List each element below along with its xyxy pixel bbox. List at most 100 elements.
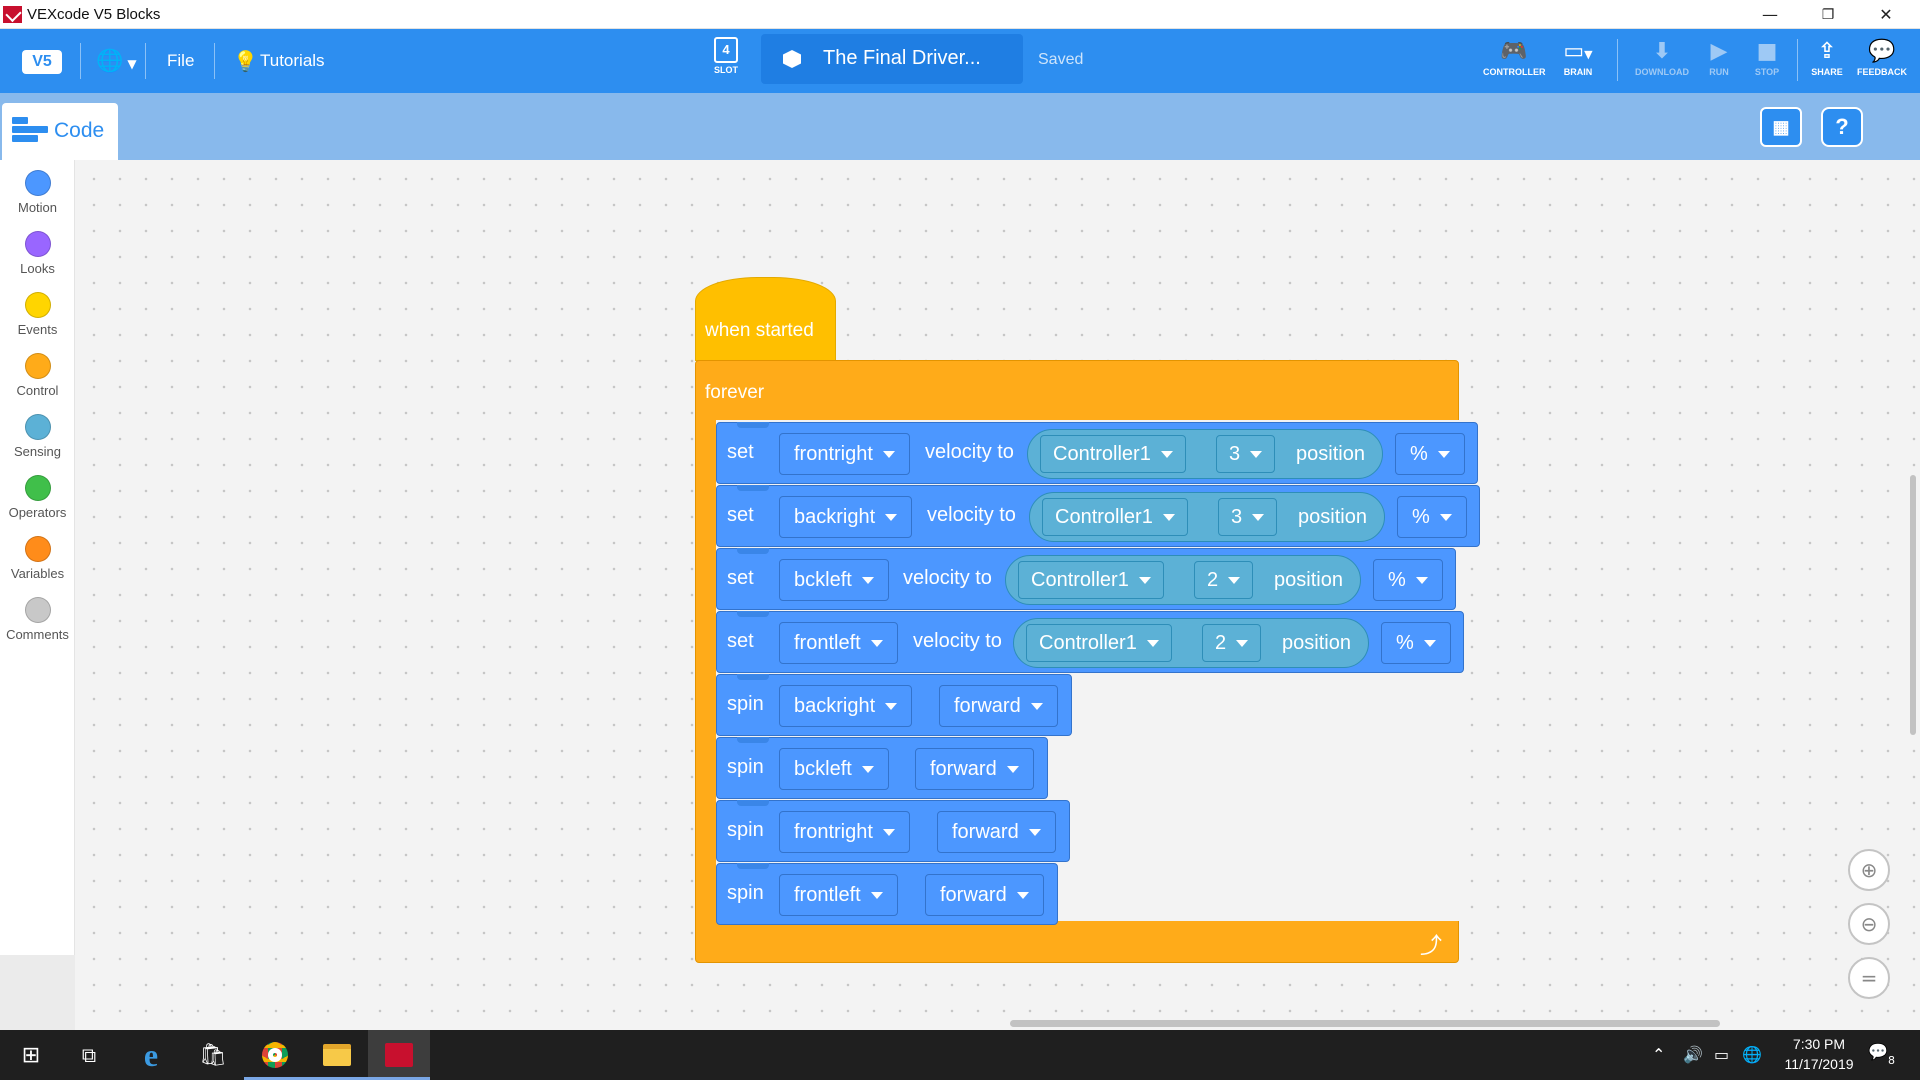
spin-block[interactable]: spin backright forward bbox=[716, 674, 1072, 736]
unit-dropdown[interactable]: % bbox=[1381, 622, 1451, 664]
feedback-button[interactable]: 💬 FEEDBACK bbox=[1851, 37, 1913, 77]
motor-dropdown[interactable]: frontleft bbox=[779, 874, 898, 916]
direction-dropdown[interactable]: forward bbox=[915, 748, 1034, 790]
category-motion[interactable]: Motion bbox=[0, 170, 75, 215]
controller-button[interactable]: 🎮 CONTROLLER bbox=[1483, 37, 1546, 77]
category-label: Looks bbox=[20, 261, 55, 276]
set-velocity-block[interactable]: set backright velocity to Controller1 3 … bbox=[716, 485, 1480, 547]
zoom-reset-button[interactable]: = bbox=[1848, 957, 1890, 999]
direction-dropdown[interactable]: forward bbox=[939, 685, 1058, 727]
task-view-button[interactable]: ⧉ bbox=[58, 1030, 120, 1080]
minimize-button[interactable]: — bbox=[1762, 5, 1778, 24]
run-button[interactable]: ▶ RUN bbox=[1688, 37, 1750, 77]
zoom-in-button[interactable]: ⊕ bbox=[1848, 849, 1890, 891]
position-label: position bbox=[1274, 569, 1343, 591]
motor-dropdown[interactable]: frontright bbox=[779, 811, 910, 853]
category-variables[interactable]: Variables bbox=[0, 536, 75, 581]
spin-block[interactable]: spin bckleft forward bbox=[716, 737, 1048, 799]
category-sensing[interactable]: Sensing bbox=[0, 414, 75, 459]
task-view-icon: ⧉ bbox=[81, 1043, 97, 1067]
motor-dropdown[interactable]: backright bbox=[779, 496, 913, 538]
volume-icon[interactable]: 🔊 bbox=[1683, 1045, 1703, 1064]
language-globe-icon[interactable]: 🌐▼ bbox=[96, 49, 137, 74]
axis-dropdown[interactable]: 3 bbox=[1216, 435, 1276, 473]
share-button[interactable]: ⇪ SHARE bbox=[1796, 37, 1858, 77]
set-velocity-block[interactable]: set bckleft velocity to Controller1 2 po… bbox=[716, 548, 1456, 610]
zoom-reset-icon: = bbox=[1860, 966, 1878, 990]
direction-dropdown[interactable]: forward bbox=[925, 874, 1044, 916]
spin-block[interactable]: spin frontleft forward bbox=[716, 863, 1058, 925]
spin-block[interactable]: spin frontright forward bbox=[716, 800, 1070, 862]
restore-button[interactable]: ❐ bbox=[1821, 6, 1835, 23]
block-notch bbox=[737, 548, 769, 554]
block-notch bbox=[737, 674, 769, 680]
download-button[interactable]: ⬇ DOWNLOAD bbox=[1631, 37, 1693, 77]
file-explorer-icon[interactable] bbox=[306, 1030, 368, 1080]
controller-dropdown[interactable]: Controller1 bbox=[1026, 624, 1172, 662]
system-clock[interactable]: 7:30 PM 11/17/2019 bbox=[1764, 1034, 1874, 1074]
help-button[interactable]: ? bbox=[1821, 107, 1863, 147]
action-center-icon[interactable]: 💬8 bbox=[1868, 1042, 1897, 1067]
axis-position-reporter[interactable]: Controller1 3 position bbox=[1029, 492, 1385, 542]
axis-dropdown[interactable]: 2 bbox=[1202, 624, 1262, 662]
unit-dropdown[interactable]: % bbox=[1397, 496, 1467, 538]
motor-dropdown[interactable]: bckleft bbox=[779, 748, 889, 790]
axis-position-reporter[interactable]: Controller1 2 position bbox=[1005, 555, 1361, 605]
category-control[interactable]: Control bbox=[0, 353, 75, 398]
motor-dropdown[interactable]: backright bbox=[779, 685, 913, 727]
zoom-out-button[interactable]: ⊖ bbox=[1848, 903, 1890, 945]
slot-button[interactable]: 4 SLOT bbox=[708, 37, 744, 75]
direction-dropdown[interactable]: forward bbox=[937, 811, 1056, 853]
battery-icon[interactable]: ▭ bbox=[1714, 1045, 1730, 1064]
forever-label: forever bbox=[705, 382, 765, 403]
motor-dropdown[interactable]: frontleft bbox=[779, 622, 898, 664]
set-velocity-block[interactable]: set frontleft velocity to Controller1 2 … bbox=[716, 611, 1464, 673]
device-panel-button[interactable]: ▦ bbox=[1760, 107, 1802, 147]
vex-logo[interactable]: V5 bbox=[22, 50, 62, 74]
category-operators[interactable]: Operators bbox=[0, 475, 75, 520]
network-globe-icon[interactable]: 🌐 bbox=[1742, 1045, 1762, 1064]
vexcode-taskbar-icon[interactable] bbox=[368, 1030, 430, 1080]
tab-code-label: Code bbox=[54, 119, 105, 142]
stop-button[interactable]: ■ STOP bbox=[1736, 37, 1798, 77]
axis-position-reporter[interactable]: Controller1 2 position bbox=[1013, 618, 1369, 668]
tutorials-menu[interactable]: Tutorials bbox=[260, 51, 325, 70]
unit-dropdown[interactable]: % bbox=[1395, 433, 1465, 475]
category-events[interactable]: Events bbox=[0, 292, 75, 337]
save-status: Saved bbox=[1038, 51, 1084, 68]
store-icon[interactable]: 🛍 bbox=[182, 1030, 244, 1080]
category-looks[interactable]: Looks bbox=[0, 231, 75, 276]
edge-browser-icon[interactable]: e bbox=[143, 1036, 159, 1073]
axis-position-reporter[interactable]: Controller1 3 position bbox=[1027, 429, 1383, 479]
category-comments[interactable]: Comments bbox=[0, 597, 75, 642]
block-notch bbox=[737, 737, 769, 743]
controller-dropdown[interactable]: Controller1 bbox=[1042, 498, 1188, 536]
chrome-icon[interactable] bbox=[244, 1030, 306, 1080]
motor-dropdown[interactable]: bckleft bbox=[779, 559, 889, 601]
windows-taskbar: ⊞ ⧉ e 🛍 ⌃ 🔊 ▭ 🌐 7:30 PM 11/17/2019 💬8 bbox=[0, 1030, 1920, 1080]
axis-dropdown[interactable]: 2 bbox=[1194, 561, 1254, 599]
brain-button[interactable]: ▭▼ BRAIN bbox=[1547, 37, 1609, 77]
controller-dropdown[interactable]: Controller1 bbox=[1040, 435, 1186, 473]
tab-code[interactable]: Code bbox=[2, 103, 118, 160]
header-divider bbox=[145, 43, 146, 79]
start-button[interactable]: ⊞ bbox=[0, 1030, 62, 1080]
vex-app-icon bbox=[3, 6, 22, 23]
project-name-field[interactable]: The Final Driver... bbox=[761, 34, 1023, 84]
vex-logo-icon bbox=[385, 1043, 413, 1067]
when-started-block[interactable] bbox=[695, 277, 836, 361]
set-label: set bbox=[727, 441, 754, 463]
controller-dropdown[interactable]: Controller1 bbox=[1018, 561, 1164, 599]
block-notch bbox=[737, 611, 769, 617]
show-hidden-icons-chevron-icon[interactable]: ⌃ bbox=[1652, 1045, 1666, 1064]
set-velocity-block[interactable]: set frontright velocity to Controller1 3… bbox=[716, 422, 1478, 484]
unit-dropdown[interactable]: % bbox=[1373, 559, 1443, 601]
comments-dot-icon bbox=[24, 597, 51, 623]
axis-dropdown[interactable]: 3 bbox=[1218, 498, 1278, 536]
horizontal-scrollbar[interactable] bbox=[1010, 1020, 1720, 1027]
file-menu[interactable]: File bbox=[167, 51, 195, 70]
motor-dropdown[interactable]: frontright bbox=[779, 433, 910, 475]
vertical-scrollbar[interactable] bbox=[1910, 475, 1916, 735]
gamepad-icon: 🎮 bbox=[1500, 39, 1528, 64]
close-button[interactable]: ✕ bbox=[1879, 5, 1893, 24]
